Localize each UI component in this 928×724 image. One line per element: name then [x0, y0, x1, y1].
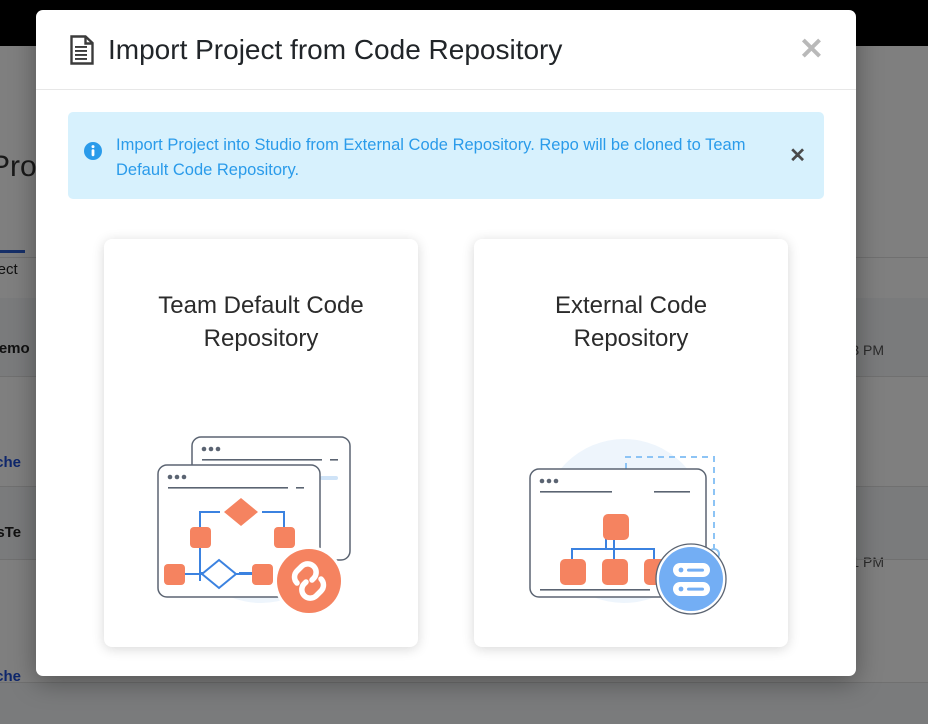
link-icon	[291, 560, 327, 601]
dialog-title: Import Project from Code Repository	[108, 33, 563, 65]
option-card-team-default-code-repository[interactable]: Team Default Code Repository	[104, 238, 418, 647]
document-icon	[70, 34, 94, 65]
info-alert-text: Import Project into Studio from External…	[116, 136, 746, 179]
alert-close-icon[interactable]: ✕	[789, 144, 806, 167]
server-icon	[673, 562, 710, 596]
dialog-body: Import Project into Studio from External…	[36, 90, 856, 676]
option-card-title: Team Default Code Repository	[158, 291, 364, 353]
dialog-header: Import Project from Code Repository ✕	[36, 10, 856, 90]
team-default-repository-illustration	[157, 435, 351, 616]
info-circle-icon	[84, 142, 102, 160]
close-icon[interactable]: ✕	[791, 33, 832, 67]
option-card-external-code-repository[interactable]: External Code Repository	[474, 238, 788, 647]
info-alert: Import Project into Studio from External…	[68, 112, 824, 199]
external-repository-illustration	[529, 438, 727, 615]
import-project-dialog: Import Project from Code Repository ✕ Im…	[36, 10, 856, 676]
repository-options: Team Default Code Repository	[68, 199, 824, 677]
option-card-title: External Code Repository	[554, 291, 708, 353]
